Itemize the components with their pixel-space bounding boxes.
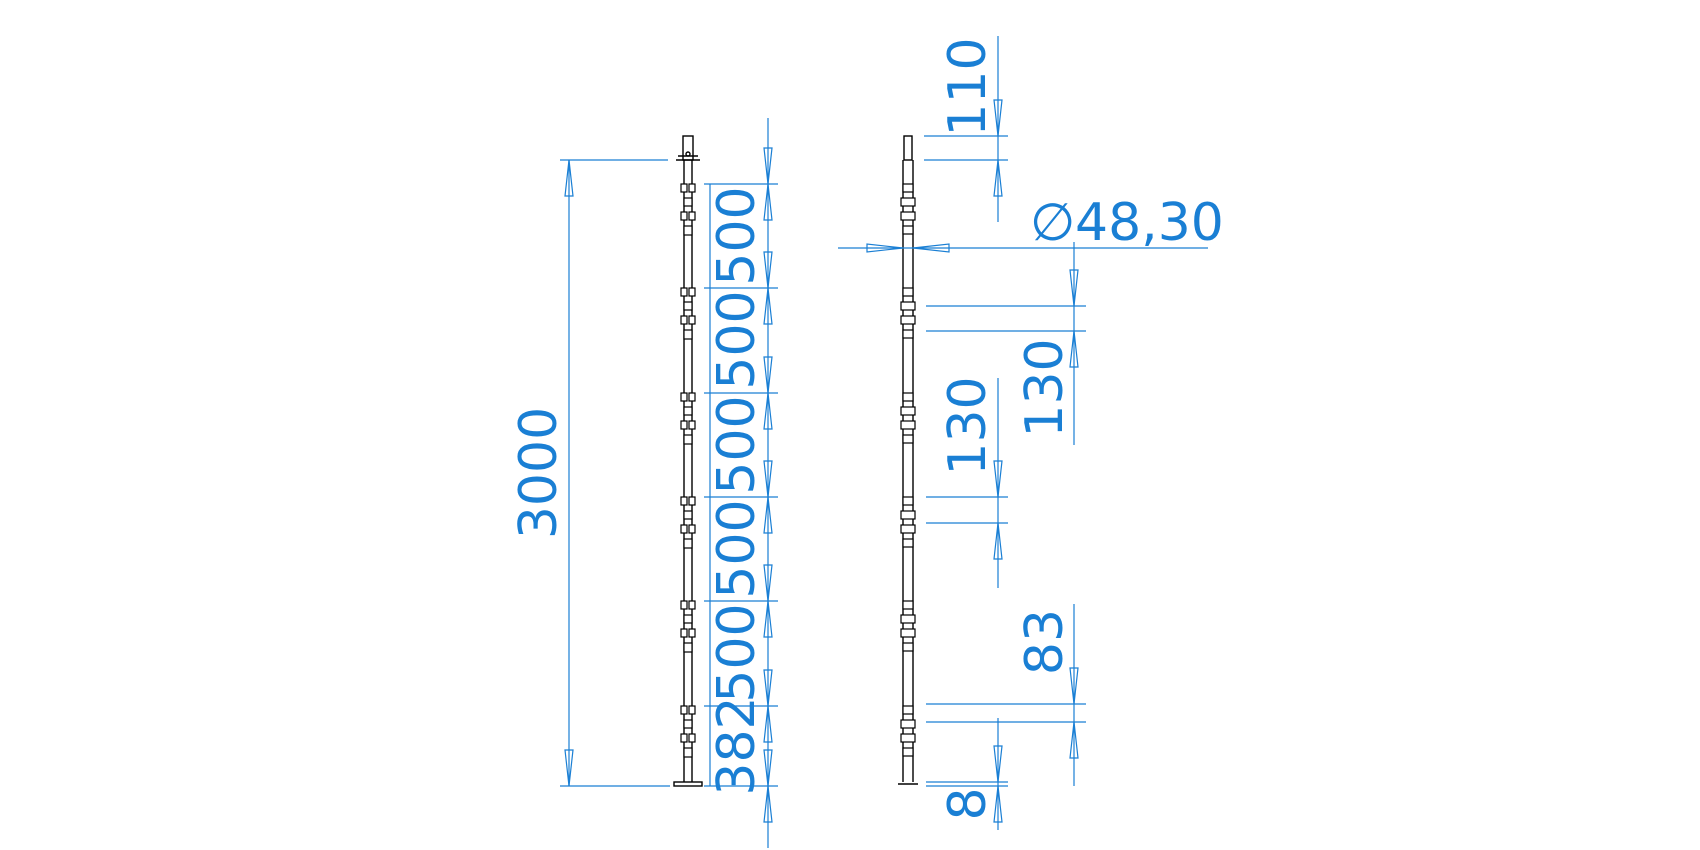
top-offset-label: 110 <box>938 37 998 136</box>
side-clamp <box>900 315 916 325</box>
side-clamp <box>902 392 914 402</box>
segment-label-4: 500 <box>707 499 767 598</box>
side-clamp <box>902 287 914 297</box>
lower-spacing-dimension: 83 <box>926 604 1086 786</box>
front-clamp <box>683 434 693 445</box>
diameter-label: 48,30 <box>1075 193 1224 253</box>
front-clamp <box>688 628 696 638</box>
middle-spacing-label: 130 <box>938 376 998 475</box>
front-clamp <box>688 287 696 297</box>
side-clamp <box>902 496 914 506</box>
side-clamp <box>900 197 916 207</box>
side-clamp <box>902 183 914 193</box>
side-clamp <box>900 524 916 534</box>
front-clamp <box>680 705 688 715</box>
side-clamp <box>902 329 914 339</box>
lower-spacing-label: 83 <box>1015 609 1075 675</box>
side-clamp <box>900 420 916 430</box>
front-clamp <box>680 420 688 430</box>
side-clamp <box>900 614 916 624</box>
segment-label-2: 500 <box>707 290 767 389</box>
front-clamp <box>688 705 696 715</box>
front-clamp <box>688 733 696 743</box>
front-clamp <box>688 496 696 506</box>
base-offset-label: 8 <box>938 787 998 820</box>
front-clamp <box>688 211 696 221</box>
side-clamp <box>900 406 916 416</box>
side-clamp <box>902 434 914 444</box>
upper-spacing-dimension: 130 <box>926 242 1086 445</box>
side-clamp <box>902 642 914 652</box>
side-clamp <box>900 211 916 221</box>
side-clamp <box>900 719 916 729</box>
segment-dimensions: 500 500 500 500 500 382 <box>704 118 778 848</box>
front-clamp <box>683 719 693 729</box>
front-clamp <box>688 524 696 534</box>
front-clamp <box>683 197 693 207</box>
front-clamp <box>683 225 693 236</box>
top-offset-dimension: 110 <box>924 36 1008 222</box>
middle-spacing-dimension: 130 <box>926 376 1008 588</box>
front-clamp <box>683 614 693 624</box>
side-clamp <box>900 733 916 743</box>
front-clamp <box>683 406 693 416</box>
front-clamp <box>683 642 693 653</box>
segment-label-1: 500 <box>707 186 767 285</box>
side-clamp <box>902 747 914 757</box>
front-clamp <box>680 287 688 297</box>
front-clamp <box>683 510 693 520</box>
side-clamp <box>902 600 914 610</box>
overall-height-label: 3000 <box>509 407 569 539</box>
front-clamp <box>680 392 688 402</box>
side-post <box>898 135 918 785</box>
side-clamp <box>902 225 914 235</box>
side-view: 110 ∅ 48,30 130 130 <box>838 36 1224 830</box>
side-clamp <box>900 301 916 311</box>
segment-label-5: 500 <box>707 603 767 702</box>
front-clamps <box>680 183 696 758</box>
front-clamp <box>688 315 696 325</box>
front-clamp <box>683 329 693 340</box>
front-clamp <box>680 600 688 610</box>
upper-spacing-label: 130 <box>1015 338 1075 437</box>
front-clamp <box>688 600 696 610</box>
front-clamp <box>680 524 688 534</box>
front-view: 3000 500 <box>509 118 778 848</box>
segment-label-6: 382 <box>707 696 767 795</box>
side-clamp <box>900 628 916 638</box>
front-clamp <box>680 496 688 506</box>
front-clamp <box>683 301 693 311</box>
front-clamp <box>680 733 688 743</box>
front-clamp <box>688 183 696 193</box>
side-clamp <box>902 705 914 715</box>
front-clamp <box>680 183 688 193</box>
side-clamps <box>900 183 916 757</box>
side-clamp <box>900 510 916 520</box>
front-clamp <box>683 747 693 758</box>
diameter-dimension: ∅ 48,30 <box>838 193 1224 253</box>
front-clamp <box>683 538 693 549</box>
overall-height-dimension: 3000 <box>509 159 670 787</box>
front-clamp <box>680 315 688 325</box>
front-clamp <box>688 420 696 430</box>
front-clamp <box>688 392 696 402</box>
side-clamp <box>902 538 914 548</box>
front-post <box>673 135 703 787</box>
front-clamp <box>680 211 688 221</box>
segment-label-3: 500 <box>707 395 767 494</box>
base-offset-dimension: 8 <box>926 718 1008 830</box>
front-clamp <box>680 628 688 638</box>
diameter-symbol: ∅ <box>1030 193 1075 253</box>
